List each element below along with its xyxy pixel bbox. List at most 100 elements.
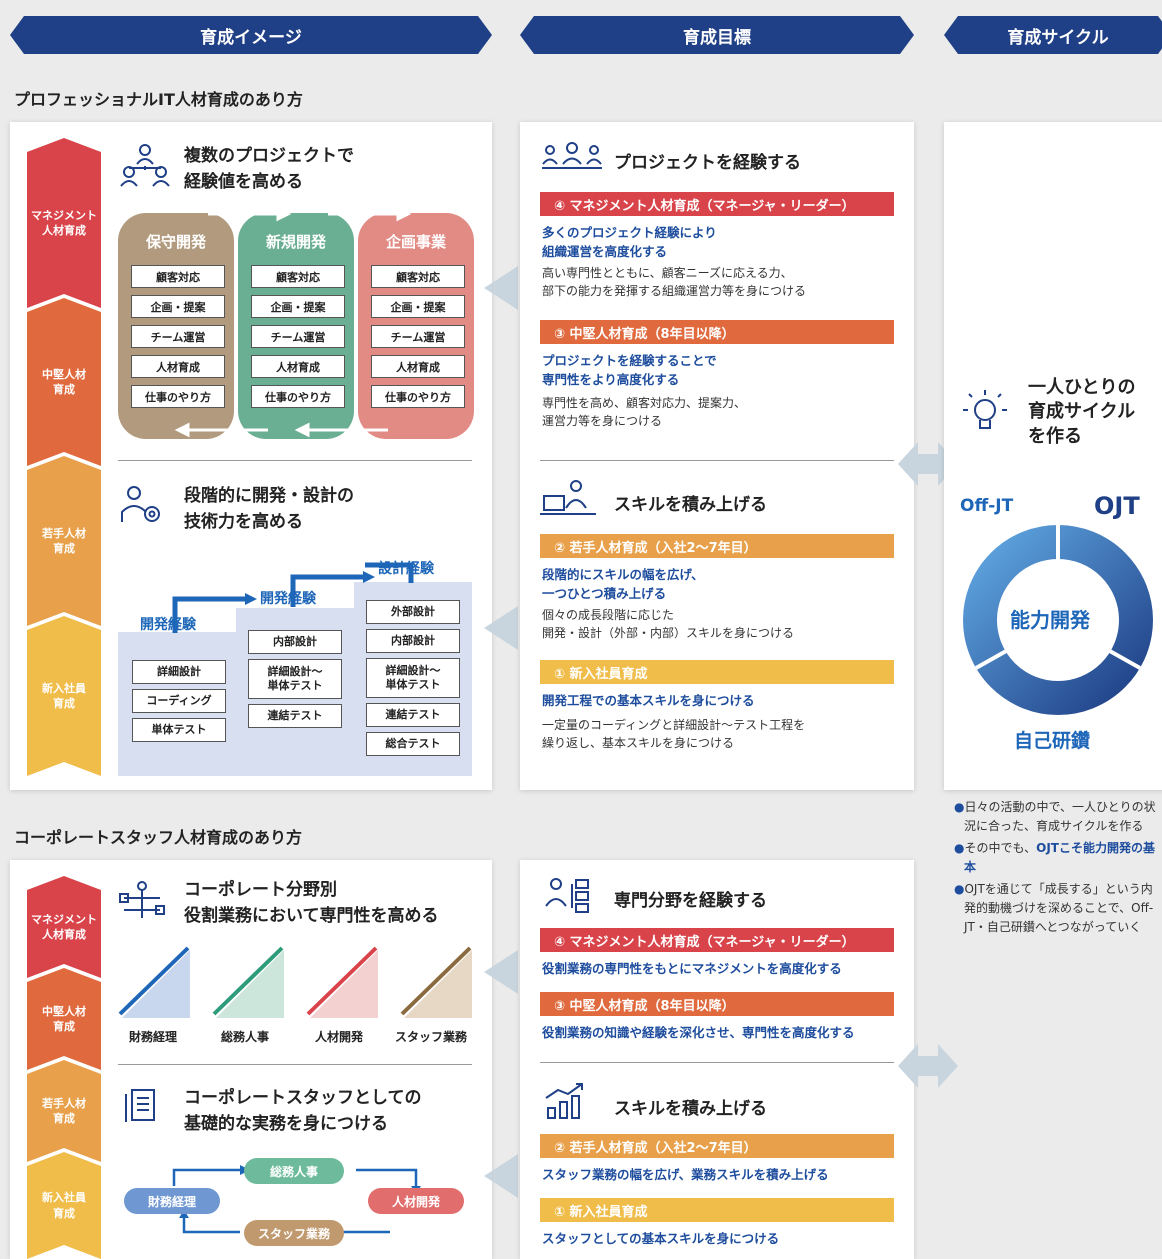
bar-management: ④ マネジメント人材育成（マネージャ・リーダー） bbox=[540, 928, 894, 952]
level-young: 若手人材 育成 bbox=[27, 1060, 101, 1162]
level-new: 新入社員 育成 bbox=[27, 616, 101, 776]
chip: 仕事のやり方 bbox=[371, 385, 465, 408]
pro-goal-card bbox=[520, 122, 914, 790]
bar-young: ② 若手人材育成（入社2～7年目） bbox=[540, 534, 894, 558]
chip: 仕事のやり方 bbox=[131, 385, 225, 408]
column-new-dev: 新規開発 顧客対応 企画・提案 チーム運営 人材育成 仕事のやり方 bbox=[238, 213, 354, 439]
corp-title-1: コーポレート分野別 役割業務において専門性を高める bbox=[184, 880, 439, 926]
chip: 人材育成 bbox=[371, 355, 465, 378]
pro-goal-title-2: スキルを積み上げる bbox=[614, 495, 767, 515]
skill-box: 連結テスト bbox=[366, 703, 460, 727]
step-label-2: 開発経験 bbox=[260, 591, 316, 607]
bar-management: ④ マネジメント人材育成（マネージャ・リーダー） bbox=[540, 192, 894, 216]
text-management-goal: 役割業務の専門性をもとにマネジメントを高度化する bbox=[542, 961, 842, 976]
lightbulb-icon bbox=[963, 390, 1007, 429]
corp-goal-title-2: スキルを積み上げる bbox=[614, 1099, 767, 1119]
header-image: 育成イメージ bbox=[10, 16, 492, 54]
chip: 顧客対応 bbox=[251, 265, 345, 288]
chip: 顧客対応 bbox=[371, 265, 465, 288]
bullet-item: ●OJTを通じて「成長する」という内発的動機づけを深めることで、Off-JT・自… bbox=[954, 882, 1154, 934]
category-label: 人材開発 bbox=[314, 1030, 363, 1044]
skill-box: 単体テスト bbox=[132, 718, 226, 742]
section-title-corp: コーポレートスタッフ人材育成のあり方 bbox=[14, 828, 303, 847]
bar-new: ① 新入社員育成 bbox=[540, 660, 894, 684]
text-mid-goal: プロジェクトを経験することで 専門性をより高度化する bbox=[542, 353, 717, 387]
double-arrow bbox=[898, 1044, 958, 1088]
bar-mid: ③ 中堅人材育成（8年目以降） bbox=[540, 320, 894, 344]
chip: 人材育成 bbox=[251, 355, 345, 378]
desk-work-icon bbox=[540, 480, 596, 515]
text-management-desc: 高い専門性とともに、顧客ニーズに応える力、 部下の能力を発揮する組織運営力等を身… bbox=[542, 266, 807, 298]
step-arrows bbox=[172, 562, 414, 633]
double-arrow bbox=[898, 442, 958, 486]
document-icon bbox=[125, 1089, 155, 1122]
column-planning-title: 企画事業 bbox=[385, 233, 446, 251]
text-mid-desc: 専門性を高め、顧客対応力、提案力、 運営力等を身につける bbox=[542, 396, 747, 428]
skill-box: 内部設計 bbox=[248, 630, 342, 654]
divider bbox=[540, 460, 894, 461]
hierarchy-icon bbox=[545, 878, 589, 913]
cycle-pill: 財務経理 bbox=[124, 1188, 220, 1214]
divider bbox=[118, 1064, 472, 1065]
pro-title-1: 複数のプロジェクトで 経験値を高める bbox=[184, 146, 354, 192]
chip: 人材育成 bbox=[131, 355, 225, 378]
divider bbox=[118, 460, 472, 461]
corp-title-2: コーポレートスタッフとしての 基礎的な実務を身につける bbox=[184, 1088, 422, 1134]
chip: 仕事のやり方 bbox=[251, 385, 345, 408]
development-cycle-ring bbox=[963, 522, 1153, 715]
text-new-desc: 一定量のコーディングと詳細設計～テスト工程を 繰り返し、基本スキルを身につける bbox=[542, 718, 806, 750]
text-new-goal: 開発工程での基本スキルを身につける bbox=[542, 693, 755, 708]
team-icon bbox=[120, 144, 170, 187]
chip: 企画・提案 bbox=[371, 295, 465, 318]
skill-box: 詳細設計 bbox=[132, 660, 226, 684]
bullet-item: ●その中でも、OJTこそ能力開発の基本 bbox=[954, 841, 1155, 874]
category-stairs bbox=[118, 946, 472, 1018]
level-mid: 中堅人材 育成 bbox=[27, 298, 101, 466]
header-goal: 育成目標 bbox=[520, 16, 914, 54]
text-management-goal: 多くのプロジェクト経験により 組織運営を高度化する bbox=[542, 225, 717, 259]
divider bbox=[540, 1062, 894, 1063]
column-planning: 企画事業 顧客対応 企画・提案 チーム運営 人材育成 仕事のやり方 bbox=[358, 213, 474, 439]
connector-arrow bbox=[484, 1154, 518, 1198]
project-team-icon bbox=[542, 142, 602, 169]
cycle-title: 一人ひとりの 育成サイクル を作る bbox=[1028, 377, 1136, 447]
label-self-study: 自己研鑽 bbox=[1014, 730, 1091, 752]
cycle-bullets: ●日々の活動の中で、一人ひとりの状況に合った、育成サイクルを作る ●その中でも、… bbox=[954, 798, 1160, 940]
cycle-pill: 人材開発 bbox=[368, 1188, 464, 1214]
level-mid: 中堅人材 育成 bbox=[27, 968, 101, 1070]
skill-box: 総合テスト bbox=[366, 732, 460, 756]
bar-young: ② 若手人材育成（入社2～7年目） bbox=[540, 1134, 894, 1158]
corp-goal-title-1: 専門分野を経験する bbox=[614, 891, 767, 911]
level-young: 若手人材 育成 bbox=[27, 456, 101, 626]
pro-goal-title-1: プロジェクトを経験する bbox=[614, 153, 801, 173]
section-title-pro: プロフェッショナルIT人材育成のあり方 bbox=[14, 90, 303, 109]
text-mid-goal: 役割業務の知識や経験を深化させ、専門性を高度化する bbox=[542, 1025, 855, 1040]
chip: チーム運営 bbox=[251, 325, 345, 348]
chip: 企画・提案 bbox=[131, 295, 225, 318]
level-management: マネジメント 人材育成 bbox=[27, 876, 101, 978]
connector-arrow bbox=[484, 606, 518, 650]
cycle-pill: 総務人事 bbox=[244, 1158, 344, 1184]
category-label: スタッフ業務 bbox=[394, 1030, 467, 1044]
text-young-goal: 段階的にスキルの幅を広げ、 一つひとつ積み上げる bbox=[542, 567, 704, 601]
label-offjt: Off-JT bbox=[960, 496, 1014, 516]
person-gear-icon bbox=[121, 486, 160, 522]
chip: 企画・提案 bbox=[251, 295, 345, 318]
category-label: 財務経理 bbox=[128, 1030, 177, 1044]
chip: チーム運営 bbox=[371, 325, 465, 348]
skill-box: 外部設計 bbox=[366, 600, 460, 624]
chip: 顧客対応 bbox=[131, 265, 225, 288]
label-ojt: OJT bbox=[1094, 492, 1140, 520]
corp-goal-card bbox=[520, 860, 914, 1259]
level-new: 新入社員 育成 bbox=[27, 1152, 101, 1259]
org-chart-icon bbox=[119, 881, 165, 918]
step-label-3: 設計経験 bbox=[378, 561, 434, 577]
skill-box: コーディング bbox=[132, 689, 226, 713]
pro-title-2: 段階的に開発・設計の 技術力を高める bbox=[184, 486, 354, 532]
label-center: 能力開発 bbox=[1010, 608, 1090, 632]
connector-arrow bbox=[484, 266, 518, 310]
category-label: 総務人事 bbox=[220, 1030, 269, 1044]
column-maintenance-title: 保守開発 bbox=[145, 233, 206, 251]
bar-mid: ③ 中堅人材育成（8年目以降） bbox=[540, 992, 894, 1016]
chip: チーム運営 bbox=[131, 325, 225, 348]
